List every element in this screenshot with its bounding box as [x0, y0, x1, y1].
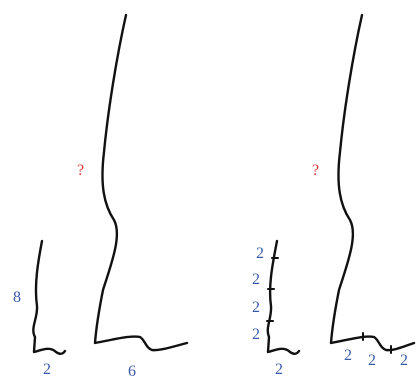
right-small-boot [266, 239, 301, 355]
left-small-height-label: 8 [13, 289, 21, 306]
right-small-height-label-1: 2 [256, 245, 264, 262]
left-large-base-label: 6 [128, 363, 136, 376]
right-small-height-label-3: 2 [252, 299, 260, 316]
right-large-height-label: ? [312, 162, 319, 179]
left-small-boot [32, 239, 67, 355]
right-small-height-label-4: 2 [252, 326, 260, 343]
right-small-base-label: 2 [275, 361, 283, 376]
right-figure: 2 2 2 2 2 ? 2 2 2 [252, 13, 416, 376]
right-large-base-label-1: 2 [344, 347, 352, 364]
left-large-height-label: ? [77, 162, 84, 179]
right-large-boot [329, 13, 416, 352]
left-large-boot [93, 13, 189, 352]
right-small-height-label-2: 2 [252, 271, 260, 288]
left-figure: 8 2 ? 6 [13, 13, 189, 376]
left-small-base-label: 2 [43, 361, 51, 376]
right-large-base-label-3: 2 [400, 352, 408, 369]
right-large-base-label-2: 2 [368, 352, 376, 369]
